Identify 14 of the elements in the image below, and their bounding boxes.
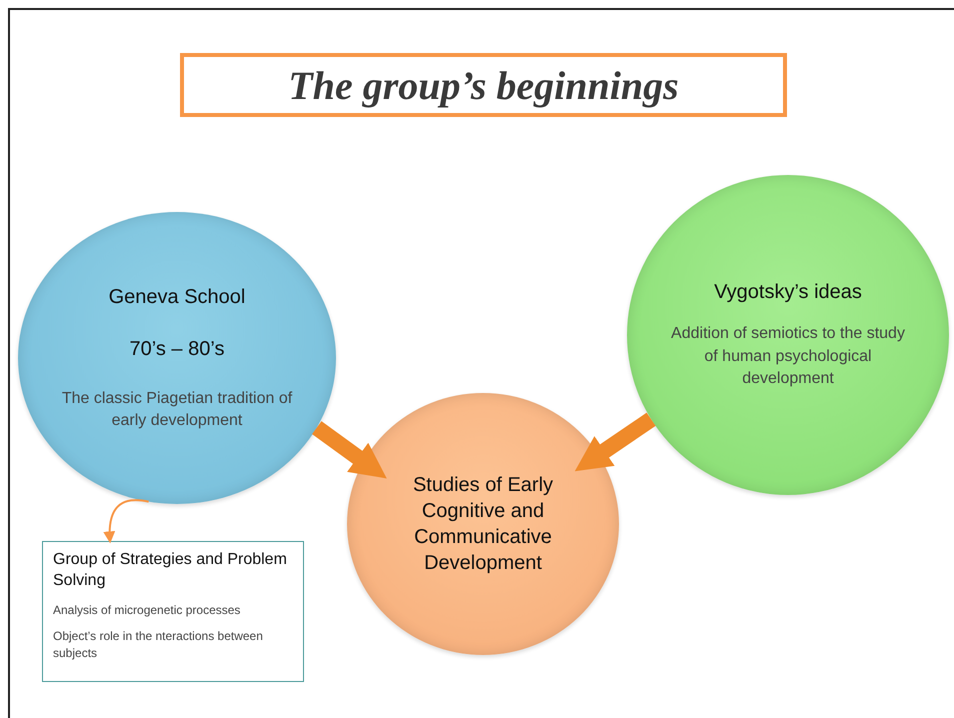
box-item: Object’s role in the nteractions between subjects [53, 628, 264, 662]
text-box [42, 541, 304, 682]
curved-arrow [104, 499, 149, 544]
circle-description: Addition of semiotics to the study of human psychological development [670, 324, 906, 390]
box-item: Analysis of microgenetic processes [53, 602, 242, 618]
box-heading: Group of Strategies and Problem Solving [53, 550, 288, 591]
title-box: The group’s beginnings [180, 53, 787, 117]
circle-heading: Vygotsky’s ideas [714, 280, 862, 306]
block-arrow [574, 412, 656, 472]
circle-heading: 70’s – 80’s [130, 336, 224, 362]
circle-heading: Geneva School [108, 284, 246, 310]
circle-heading: Studies of Early Cognitive and Communicative Development [412, 473, 554, 576]
circle-description: The classic Piagetian tradition of early development [60, 388, 294, 431]
block-arrow [312, 421, 387, 478]
